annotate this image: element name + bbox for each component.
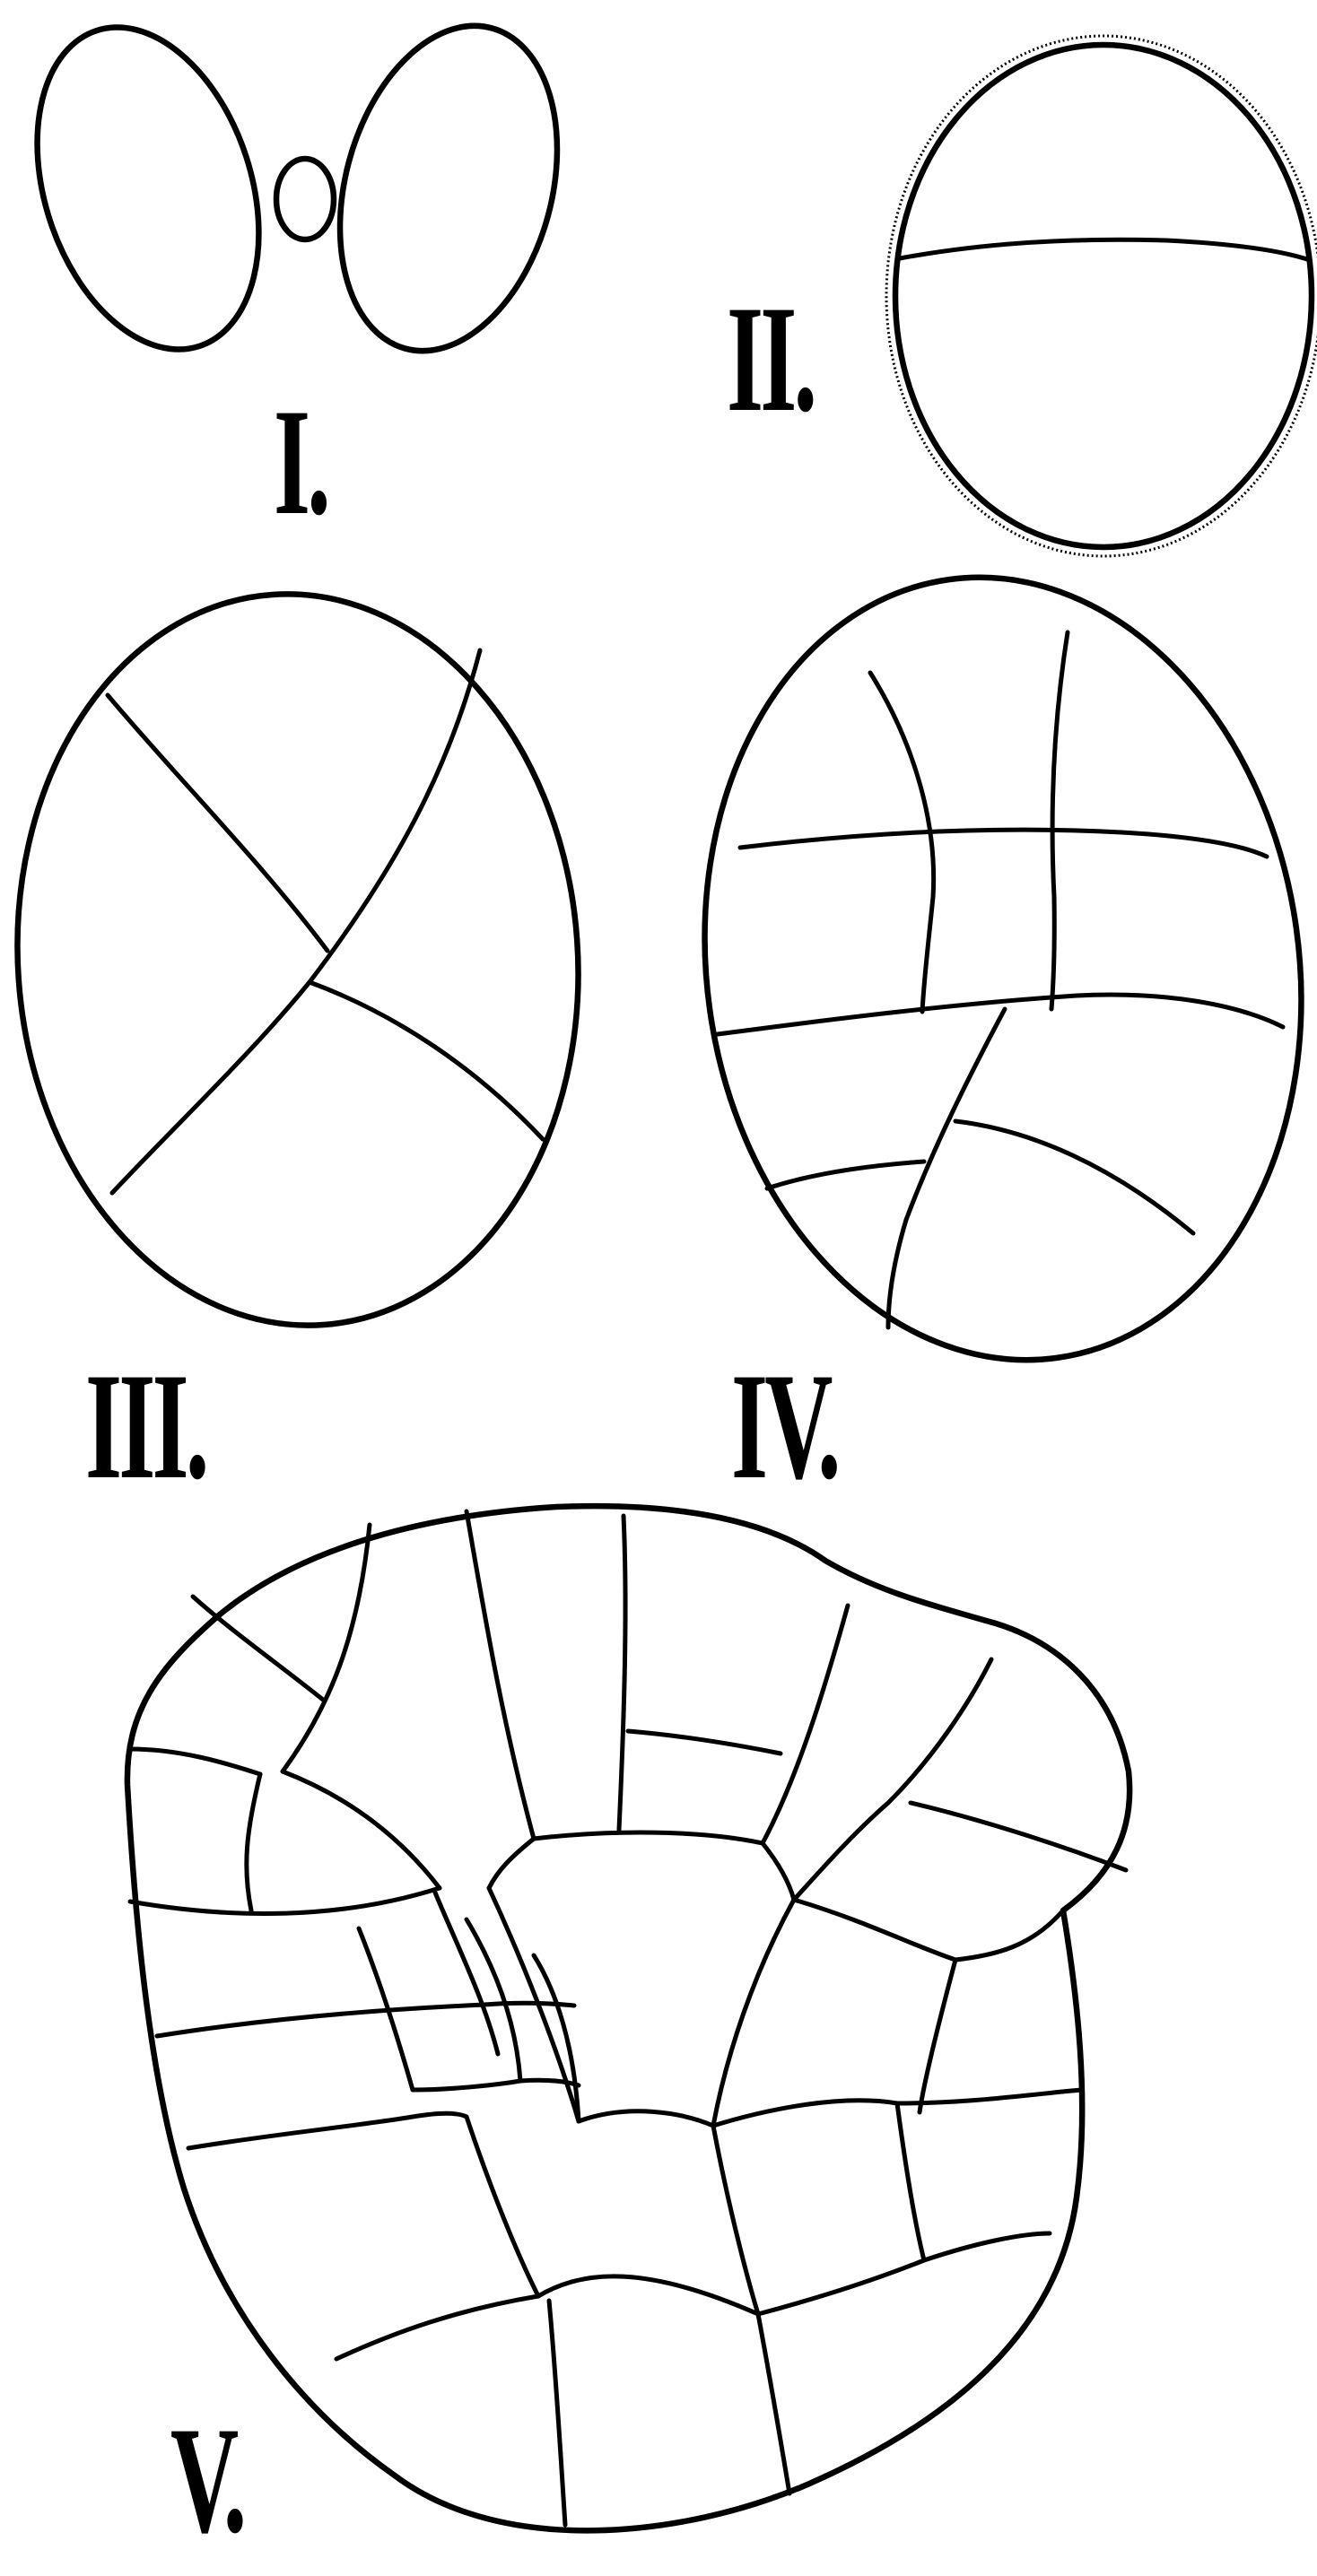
fig3-wall-lower-left bbox=[112, 982, 310, 1193]
fig5-wall-18 bbox=[911, 1803, 1126, 1870]
fig1-right-cell bbox=[306, 2, 591, 376]
fig5-wall-33 bbox=[336, 2296, 538, 2359]
fig4-horizontal-wall-upper bbox=[740, 830, 1267, 857]
figure-5 bbox=[127, 1506, 1129, 2530]
fig5-wall-01 bbox=[193, 1597, 323, 1700]
fig5-wall-34 bbox=[538, 2276, 758, 2314]
fig5-wall-36 bbox=[549, 2301, 565, 2525]
fig5-wall-15 bbox=[628, 1731, 781, 1754]
fig2-label: II. bbox=[727, 283, 814, 435]
fig5-wall-10 bbox=[534, 1832, 763, 1843]
figure-2 bbox=[886, 36, 1317, 556]
fig5-wall-03 bbox=[130, 1749, 260, 1774]
fig5-wall-20 bbox=[955, 1910, 1063, 1960]
fig5-wall-35 bbox=[758, 2233, 1050, 2314]
fig5-wall-32 bbox=[897, 2103, 924, 2260]
fig3-label: III. bbox=[85, 1350, 206, 1502]
fig5-wall-08 bbox=[619, 1516, 625, 1830]
fig4-vertical-wall-right bbox=[1051, 632, 1068, 1009]
fig5-wall-21 bbox=[920, 1960, 955, 2112]
fig5-wall-16 bbox=[763, 1606, 848, 1843]
fig5-wall-05 bbox=[283, 1771, 440, 1888]
fig5-wall-14 bbox=[579, 2111, 713, 2126]
figure-3 bbox=[0, 575, 603, 1345]
fig1-left-cell bbox=[0, 0, 298, 378]
fig2-outer-membrane bbox=[886, 36, 1317, 556]
fig5-wall-29 bbox=[188, 2113, 467, 2148]
fig4-cell-outline bbox=[655, 538, 1317, 1398]
fig3-wall-upper-right bbox=[310, 650, 480, 982]
fig2-division-wall bbox=[900, 239, 1310, 260]
fig4-label: IV. bbox=[731, 1350, 838, 1502]
fig3-cell-outline bbox=[0, 575, 603, 1345]
fig4-oblique-wall bbox=[888, 1009, 1005, 1327]
fig5-wall-37 bbox=[758, 2314, 789, 2493]
fig5-wall-30 bbox=[467, 2117, 538, 2296]
fig5-label: V. bbox=[170, 2404, 243, 2556]
fig4-lower-wall-right bbox=[955, 1121, 1193, 1233]
fig4-lower-wall-left bbox=[767, 1162, 924, 1188]
fig5-wall-28 bbox=[413, 2080, 579, 2090]
fig5-wall-19 bbox=[794, 1900, 955, 1960]
fig5-wall-07 bbox=[467, 1511, 534, 1839]
fig5-wall-31 bbox=[713, 2126, 758, 2314]
fig3-wall-upper-left bbox=[108, 695, 327, 951]
fig4-vertical-wall-left bbox=[870, 673, 934, 1012]
fig1-label: I. bbox=[274, 386, 327, 538]
fig3-wall-lower-right bbox=[310, 982, 543, 1139]
fig5-wall-13 bbox=[713, 1900, 794, 2126]
fig5-wall-24 bbox=[435, 1893, 498, 2054]
fig5-wall-11 bbox=[763, 1843, 794, 1900]
fig5-wall-04 bbox=[247, 1774, 260, 1910]
fig5-wall-02 bbox=[283, 1525, 370, 1771]
fig1-nucleus bbox=[276, 159, 334, 239]
figure-1 bbox=[0, 0, 591, 378]
fig2-cell-wall bbox=[895, 45, 1312, 547]
figure-4 bbox=[655, 538, 1317, 1398]
fig5-wall-06 bbox=[130, 1888, 440, 1914]
fig5-wall-09 bbox=[489, 1839, 534, 1888]
